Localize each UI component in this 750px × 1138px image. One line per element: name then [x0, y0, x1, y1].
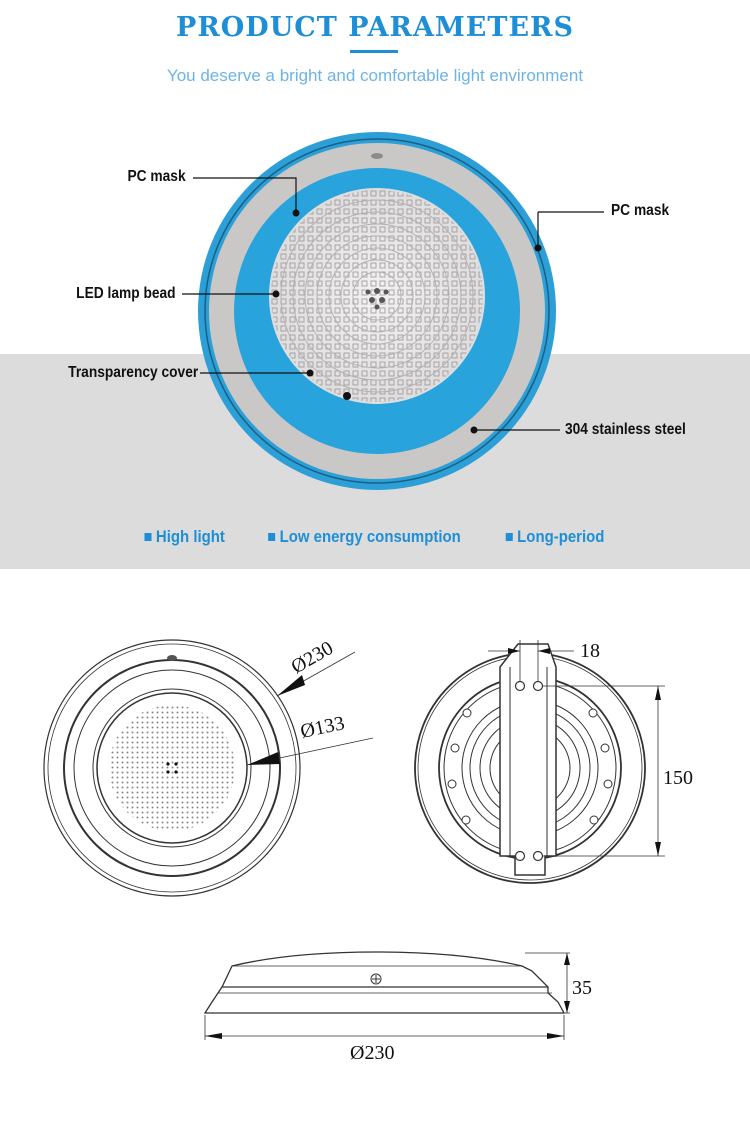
- callout-pc-mask-left: PC mask: [127, 168, 186, 185]
- square-bullet-icon: [505, 533, 513, 541]
- callout-led-lamp-bead: LED lamp bead: [76, 285, 176, 302]
- dimension-hole-spacing: 150: [663, 767, 693, 789]
- dimension-bracket-width: 18: [580, 640, 600, 662]
- front-view-drawing: [43, 639, 374, 897]
- dimension-outer-diameter: Ø230: [288, 637, 337, 678]
- dimension-inner-diameter: Ø133: [298, 712, 346, 743]
- feature-item: Long-period: [505, 527, 604, 547]
- dimension-side-diameter: Ø230: [350, 1042, 394, 1064]
- back-view-drawing: [414, 640, 665, 884]
- callout-stainless-steel: 304 stainless steel: [565, 421, 686, 438]
- product-photo: [182, 132, 604, 490]
- dimension-height: 35: [572, 977, 592, 999]
- feature-item: Low energy consumption: [268, 527, 461, 547]
- feature-list: High light Low energy consumption Long-p…: [0, 527, 750, 547]
- callout-dot: [292, 209, 300, 217]
- square-bullet-icon: [144, 533, 152, 541]
- feature-item: High light: [144, 527, 225, 547]
- page-subtitle: You deserve a bright and comfortable lig…: [166, 66, 584, 85]
- callout-pc-mask-right: PC mask: [611, 202, 670, 219]
- page-title: PRODUCT PARAMETERS: [176, 12, 574, 43]
- title-underline: [350, 50, 398, 53]
- side-view-drawing: [203, 951, 570, 1040]
- square-bullet-icon: [268, 533, 276, 541]
- callout-transparency-cover: Transparency cover: [67, 364, 198, 381]
- technical-drawings: Ø230 Ø133: [43, 637, 693, 1064]
